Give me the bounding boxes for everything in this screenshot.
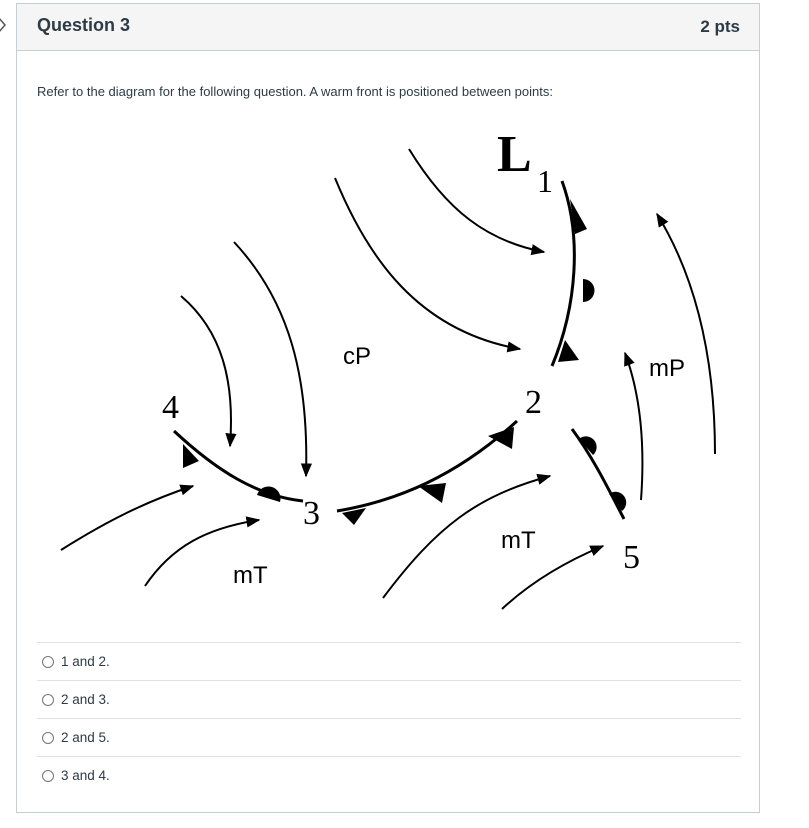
- answer-list: 1 and 2. 2 and 3. 2 and 5. 3 and 4.: [37, 642, 741, 794]
- question-points: 2 pts: [700, 17, 740, 37]
- airflow-arrow: [61, 486, 193, 550]
- air-mass-label-mt-left: mT: [233, 562, 268, 589]
- diagram-labels: L 1 4 3 2 5 cP mP mT mT: [162, 126, 685, 589]
- air-mass-label-cp: cP: [343, 343, 371, 370]
- point-label-3: 3: [303, 495, 320, 532]
- answer-label[interactable]: 2 and 3.: [61, 692, 110, 707]
- question-text: Refer to the diagram for the following q…: [37, 84, 553, 99]
- airflow-arrows: [61, 149, 715, 609]
- weather-fronts: [174, 181, 626, 525]
- point-label-2: 2: [525, 384, 542, 421]
- airflow-arrow: [657, 214, 715, 454]
- low-pressure-label: L: [497, 126, 532, 183]
- front-2-3: [337, 421, 517, 511]
- point-label-5: 5: [623, 539, 640, 576]
- answer-label[interactable]: 3 and 4.: [61, 768, 110, 783]
- cold-front-upper: [552, 181, 574, 366]
- front-2-5: [572, 429, 624, 519]
- cold-front-triangle: [488, 427, 514, 449]
- answer-label[interactable]: 1 and 2.: [61, 654, 110, 669]
- answer-option[interactable]: 3 and 4.: [37, 756, 741, 794]
- answer-option[interactable]: 2 and 3.: [37, 680, 741, 718]
- weather-map-diagram: L 1 4 3 2 5 cP mP mT mT: [17, 116, 759, 616]
- answer-option[interactable]: 1 and 2.: [37, 642, 741, 680]
- question-title: Question 3: [37, 15, 130, 36]
- point-label-4: 4: [162, 389, 179, 426]
- radio-unchecked-icon[interactable]: [42, 694, 54, 706]
- radio-unchecked-icon[interactable]: [42, 656, 54, 668]
- question-card: Question 3 2 pts Refer to the diagram fo…: [16, 3, 760, 813]
- airflow-arrow: [181, 296, 231, 446]
- question-header: Question 3 2 pts: [17, 4, 759, 51]
- air-mass-label-mp: mP: [649, 355, 685, 382]
- warm-front-semicircle: [583, 279, 595, 302]
- airflow-arrow: [335, 178, 520, 349]
- chevron-right-icon[interactable]: [0, 14, 12, 36]
- air-mass-label-mt-right: mT: [501, 527, 536, 554]
- radio-unchecked-icon[interactable]: [42, 770, 54, 782]
- radio-unchecked-icon[interactable]: [42, 732, 54, 744]
- low-pressure-subscript: 1: [537, 163, 553, 199]
- airflow-arrow: [234, 242, 306, 476]
- airflow-arrow: [502, 546, 603, 609]
- front-3-4: [174, 431, 303, 501]
- answer-label[interactable]: 2 and 5.: [61, 730, 110, 745]
- cold-front-triangle: [418, 483, 446, 503]
- airflow-arrow: [625, 353, 642, 500]
- answer-option[interactable]: 2 and 5.: [37, 718, 741, 756]
